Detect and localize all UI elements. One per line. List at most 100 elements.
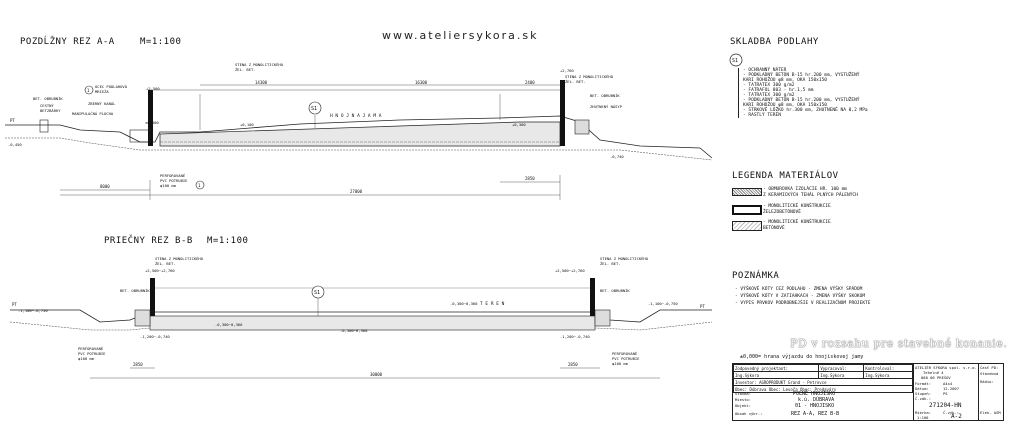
tb-miesto-label: Miesto: xyxy=(735,397,752,402)
svg-text:PERFOROVANÉ: PERFOROVANÉ xyxy=(612,351,638,356)
section-aa-drawing: S1 H N O J N A J A M A STENA Z MONOLITIC… xyxy=(5,62,713,200)
tb-obsah: REZ A-A, REZ B-B xyxy=(791,411,840,417)
svg-text:-1,100~-0,750: -1,100~-0,750 xyxy=(18,308,48,313)
aa-right-wall xyxy=(560,80,565,146)
tb-objekt-label: Objekt: xyxy=(735,403,752,408)
tb-obsah-label: Obsah výkr.: xyxy=(735,411,763,416)
bb-marker: S1 xyxy=(314,290,320,296)
skladba-item: - RASTLÝ TERÉN xyxy=(743,113,781,118)
svg-text:MANIPULAČNÁ PLOCHA: MANIPULAČNÁ PLOCHA xyxy=(72,111,114,116)
svg-text:27000: 27000 xyxy=(350,189,363,194)
svg-text:1: 1 xyxy=(87,88,90,93)
svg-text:1: 1 xyxy=(198,183,201,188)
legend-swatch-concrete xyxy=(732,221,762,231)
svg-text:-1,200~-0,740: -1,200~-0,740 xyxy=(560,334,590,339)
tb-stupen-label: Stupeň: xyxy=(915,391,932,396)
svg-text:OCEĽ PODLAHOVÁ: OCEĽ PODLAHOVÁ xyxy=(95,84,128,89)
tb-r1c1: Zodpovedný projektant: xyxy=(732,364,820,372)
tb-miesto: k.ú. DÚBRAVA xyxy=(798,397,835,403)
legend-swatch-rc xyxy=(732,205,762,215)
legend-item-brick-1: - OBMUROVKA IZOLÁCIE HR. 100 mm xyxy=(763,187,847,192)
tb-cast: Stavebná xyxy=(980,371,999,376)
svg-text:φ100 mm: φ100 mm xyxy=(160,183,177,188)
svg-text:PT: PT xyxy=(12,302,17,307)
svg-text:ZHUTNENÝ NÁSYP: ZHUTNENÝ NÁSYP xyxy=(590,104,623,109)
poznamka-title: POZNÁMKA xyxy=(732,271,780,281)
svg-text:STENA Z MONOLITICKÉHO: STENA Z MONOLITICKÉHO xyxy=(565,74,614,79)
tb-cvyk-label: Č.výk.: xyxy=(943,410,960,415)
skladba-list: - OCHRANNÝ NÁTER - PODKLADNÝ BETÓN B-15 … xyxy=(738,68,868,118)
legend-item-brick-2: Z KERAMICKÝCH TEHÁL PLNÝCH PÁLENÝCH xyxy=(763,193,858,198)
svg-text:-0,300~0,360: -0,300~0,360 xyxy=(215,322,243,327)
poznamka-item: - VÝŠKOVÉ KÓTY CEZ PODLAHU - ZMENA VÝŠKY… xyxy=(735,287,863,292)
tb-mierka-label: Mierka: xyxy=(915,410,932,415)
tb-company3: 080 06 PREŠOV xyxy=(921,375,951,380)
svg-text:ŽEL. BET.: ŽEL. BET. xyxy=(565,79,586,84)
svg-text:MRIEŽA: MRIEŽA xyxy=(95,89,109,94)
tb-datum-label: Dátum: xyxy=(915,386,929,391)
tb-r2c2: Ing.Sýkora xyxy=(818,371,865,379)
tb-format-label: Formát: xyxy=(915,381,932,386)
aa-left-wall xyxy=(148,90,153,146)
poznamka-item: - VÝŠKOVÉ KÓTY V ZATIAHKACH - ZMENA VÝŠK… xyxy=(735,294,866,299)
svg-text:STENA Z MONOLITICKÉHO: STENA Z MONOLITICKÉHO xyxy=(235,62,284,67)
legend-swatch-brick xyxy=(732,188,762,196)
tb-mierka: 1:100 xyxy=(917,415,929,420)
skladba-title: SKLADBA PODLAHY xyxy=(730,37,819,47)
svg-text:φ100 mm: φ100 mm xyxy=(78,356,95,361)
svg-text:PERFOROVANÉ: PERFOROVANÉ xyxy=(160,173,186,178)
skladba-item: KARI ROHOŽOU φ8 mm, OKA 150x150 xyxy=(743,78,827,83)
svg-text:PVC POTRUBIE: PVC POTRUBIE xyxy=(160,178,188,183)
svg-text:2850: 2850 xyxy=(133,362,143,367)
svg-text:ŽEL. BET.: ŽEL. BET. xyxy=(155,261,176,266)
tb-cast-label: Časť PD: xyxy=(980,365,999,370)
section-aa-scale: M=1:100 xyxy=(140,37,182,47)
tb-radio: Rádio: xyxy=(980,379,994,384)
skladba-marker-circle: S1 xyxy=(729,53,743,67)
bb-left-wall xyxy=(150,278,155,316)
tb-company2: Tehelné 4 xyxy=(923,370,944,375)
skladba-item: - OCHRANNÝ NÁTER xyxy=(743,68,787,73)
bb-teren: T E R E N xyxy=(480,301,505,307)
tb-company1: ATELIÉR SÝKORA spol. s.r.o. xyxy=(915,365,977,370)
poznamka-item: - VYPIS PRVKOV PODROBNEJŠIE V REALIZAČNO… xyxy=(735,301,871,306)
tb-obec: Obec: Dúbrava Obec: Levoča Obec: Predavá… xyxy=(733,385,913,393)
svg-text:PT: PT xyxy=(700,304,705,309)
legenda-title: LEGENDA MATERIÁLOV xyxy=(732,171,839,181)
title-block-note: ±0,000= hrana výjazdu do hnojiskovej jam… xyxy=(740,354,864,360)
skladba-item: - ŠTRKOVÉ LÔŽKO hr.300 mm, ZHUTNENÉ NA 0… xyxy=(743,108,868,113)
svg-text:+2,760: +2,760 xyxy=(560,68,574,73)
svg-text:STENA Z MONOLITICKÉHO: STENA Z MONOLITICKÉHO xyxy=(155,256,204,261)
svg-text:BET. OBRUBNÍK: BET. OBRUBNÍK xyxy=(33,96,63,101)
svg-text:+2,500~+2,760: +2,500~+2,760 xyxy=(555,268,585,273)
svg-text:-0,300~0,360: -0,300~0,360 xyxy=(450,301,478,306)
skladba-item: - TATRATEX 300 g/m2 xyxy=(743,83,795,88)
svg-text:φ100 mm: φ100 mm xyxy=(612,361,629,366)
svg-text:2850: 2850 xyxy=(525,176,535,181)
svg-text:14300: 14300 xyxy=(255,80,268,85)
svg-text:+0,300: +0,300 xyxy=(512,122,526,127)
svg-text:BET. OBRUBNÍK: BET. OBRUBNÍK xyxy=(600,288,630,293)
tb-format: A4x4 xyxy=(943,381,953,386)
skladba-item: - FATRAFOL 803 - hr.1,5 mm xyxy=(743,88,814,93)
legend-item-concrete-1: - MONOLITICKÉ KONŠTRUKCIE xyxy=(763,220,831,225)
svg-text:±0,000: ±0,000 xyxy=(145,120,159,125)
tb-investor: Investor: AGROPRODUKT Grand - Petrovce xyxy=(733,378,913,386)
skladba-item: - PODKLADNÝ BETÓN B-15 hr.200 mm, VYSTUŽ… xyxy=(743,98,860,103)
tb-r1c3: Kontroloval: xyxy=(863,364,913,372)
tb-cvyk: A-2 xyxy=(951,413,962,420)
legend-item-concrete-2: BETÓNOVÉ xyxy=(763,226,785,231)
section-bb-title: PRIEČNY REZ B-B xyxy=(104,236,193,246)
tb-r1c2: Vypracoval: xyxy=(818,364,865,372)
svg-text:16300: 16300 xyxy=(415,80,428,85)
svg-text:+2,500~+2,760: +2,500~+2,760 xyxy=(145,268,175,273)
svg-text:-0,740: -0,740 xyxy=(610,154,624,159)
legend-item-rc-2: ŽELEZOBETÓNOVÉ xyxy=(763,210,801,215)
title-block: Zodpovedný projektant:Vypracoval:Kontrol… xyxy=(732,363,1004,421)
svg-text:PT: PT xyxy=(10,118,15,123)
svg-text:ZBERNÝ KANÁL: ZBERNÝ KANÁL xyxy=(88,101,116,106)
svg-text:-0,300~0,360: -0,300~0,360 xyxy=(340,328,368,333)
skladba-item: - TATRATEX 300 g/m2 xyxy=(743,93,795,98)
header-url: www.ateliersykora.sk xyxy=(382,29,539,42)
tb-r2c3: Ing.Sýkora xyxy=(863,371,913,379)
